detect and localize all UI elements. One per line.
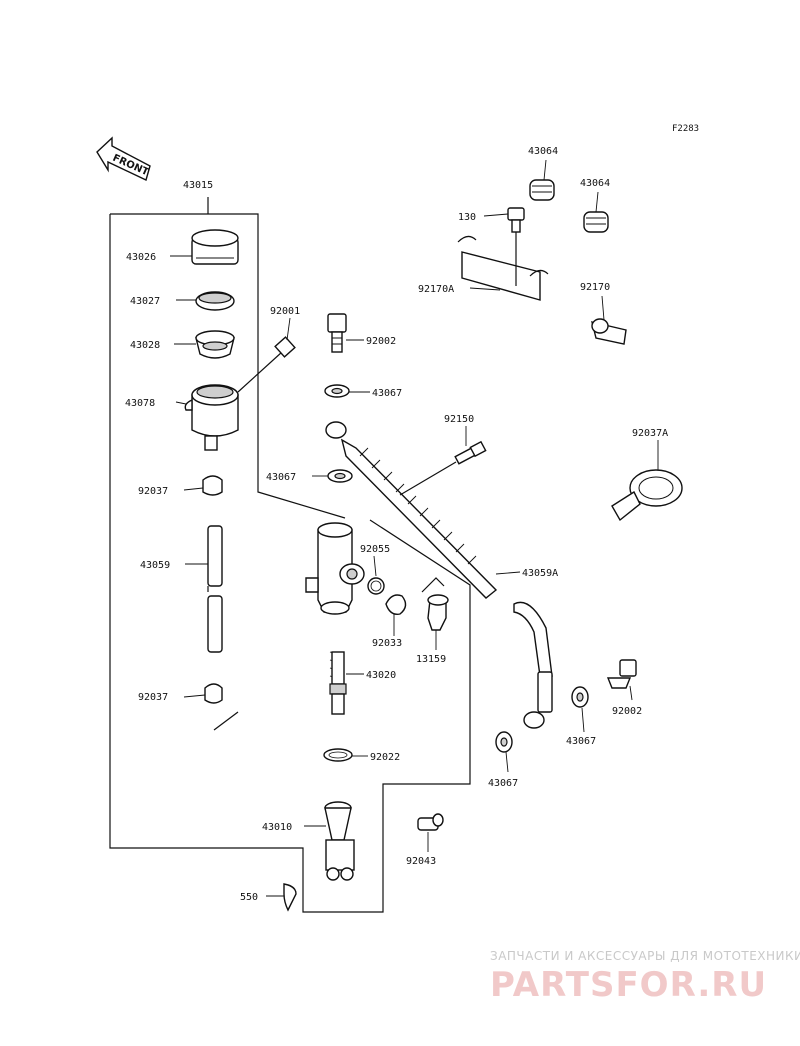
label-43059A: 43059A: [522, 568, 558, 579]
diaphragm-plate-43027: 43027: [130, 291, 235, 311]
bracket-92170A: 92170A: [418, 232, 549, 301]
label-550: 550: [240, 892, 258, 903]
reservoir-hose-43059: 43059: [140, 525, 223, 653]
label-92043: 92043: [406, 856, 436, 867]
label-43010: 43010: [262, 822, 292, 833]
label-43067-d: 43067: [488, 778, 518, 789]
label-92033: 92033: [372, 638, 402, 649]
label-43020: 43020: [366, 670, 396, 681]
label-92055: 92055: [360, 544, 390, 555]
master-cylinder-body: [305, 522, 365, 615]
banjo-bolt-92002-bottom: 92002: [606, 659, 642, 717]
label-43067-b: 43067: [266, 472, 296, 483]
watermark: ЗАПЧАСТИ И АКСЕССУАРЫ ДЛЯ МОТОТЕХНИКИ PA…: [490, 949, 800, 1005]
front-direction-arrow: FRONT: [96, 136, 151, 181]
bolt-92150: 92150: [399, 414, 487, 496]
reservoir-cap-43026: 43026: [126, 229, 239, 265]
washer-43067-b: 43067: [266, 469, 353, 483]
boot-43064-b: 43064: [580, 178, 610, 233]
watermark-tagline: ЗАПЧАСТИ И АКСЕССУАРЫ ДЛЯ МОТОТЕХНИКИ: [490, 949, 800, 963]
o-ring-92055: 92055: [360, 544, 390, 595]
label-43064-b: 43064: [580, 178, 610, 189]
label-43015: 43015: [183, 180, 213, 191]
washer-43067-d: 43067: [488, 731, 518, 789]
banjo-bolt-92002-top: 92002: [327, 313, 396, 353]
bolt-130: 130: [458, 207, 525, 233]
label-130: 130: [458, 212, 476, 223]
label-43028: 43028: [130, 340, 160, 351]
brake-hose-43059A: 43059A: [325, 421, 558, 729]
label-92037-top: 92037: [138, 486, 168, 497]
label-43067-a: 43067: [372, 388, 402, 399]
label-43064-a: 43064: [528, 146, 558, 157]
washer-43067-a: 43067: [324, 384, 402, 399]
reservoir-43078: 43078: [125, 384, 239, 451]
hose-clamp-92037-bottom: 92037: [138, 683, 239, 731]
label-92170: 92170: [580, 282, 610, 293]
pin-92043: 92043: [406, 813, 444, 867]
washer-43067-c: 43067: [566, 686, 596, 747]
clamp-92037A: 92037A: [611, 428, 683, 522]
push-rod-43010: 43010: [262, 801, 355, 881]
watermark-logo: PARTSFOR.RU: [490, 965, 767, 1005]
label-43078: 43078: [125, 398, 155, 409]
hose-clamp-92037-top: 92037: [138, 475, 223, 497]
label-43026: 43026: [126, 252, 156, 263]
fitting-13159: 13159: [416, 577, 449, 665]
figure-code: F2283: [672, 124, 699, 134]
label-92022: 92022: [370, 752, 400, 763]
boot-43064-a: 43064: [528, 146, 558, 201]
diaphragm-43028: 43028: [130, 330, 235, 359]
cotter-pin-550: 550: [240, 883, 297, 912]
circlip-92022: 92022: [323, 748, 400, 763]
label-13159: 13159: [416, 654, 446, 665]
label-92002-bottom: 92002: [612, 706, 642, 717]
label-92037-bottom: 92037: [138, 692, 168, 703]
label-43059: 43059: [140, 560, 170, 571]
bolt-92001: 92001: [237, 306, 300, 393]
label-43067-c: 43067: [566, 736, 596, 747]
label-92001: 92001: [270, 306, 300, 317]
label-92170A: 92170A: [418, 284, 454, 295]
circlip-92033: 92033: [372, 594, 407, 649]
label-92002-top: 92002: [366, 336, 396, 347]
label-92150: 92150: [444, 414, 474, 425]
label-92037A: 92037A: [632, 428, 668, 439]
assembly-bracket-43015: 43015: [109, 180, 471, 913]
clamp-92170: 92170: [580, 282, 627, 345]
piston-spring-43020: 43020: [329, 651, 396, 715]
label-43027: 43027: [130, 296, 160, 307]
